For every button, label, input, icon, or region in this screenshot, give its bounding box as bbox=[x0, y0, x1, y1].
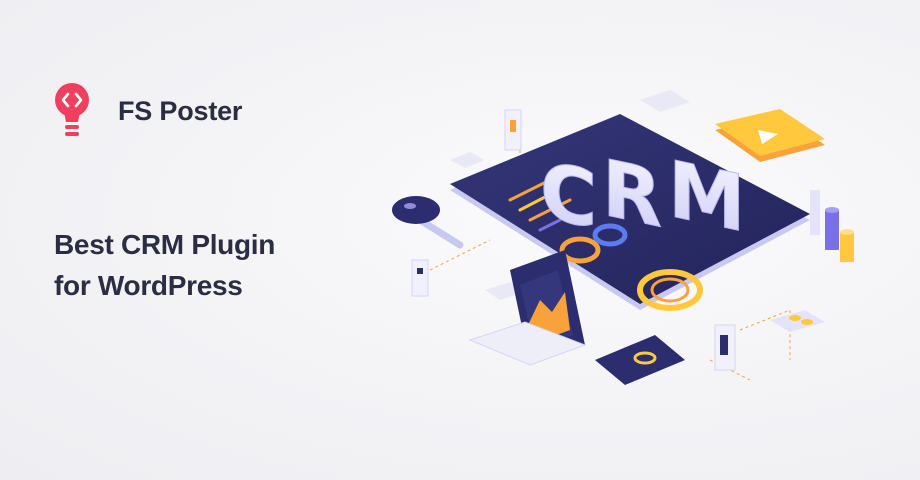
brand: FS Poster bbox=[52, 82, 242, 140]
headline-line-2: for WordPress bbox=[54, 270, 243, 301]
laptop bbox=[468, 250, 587, 366]
svg-text:C: C bbox=[540, 144, 597, 247]
crm-illustration: C R M bbox=[370, 60, 890, 440]
tablet bbox=[595, 335, 685, 385]
headline-line-1: Best CRM Plugin bbox=[54, 229, 276, 260]
svg-text:M: M bbox=[668, 143, 746, 250]
platform-donuts bbox=[559, 223, 703, 311]
dashboard-platform bbox=[450, 114, 810, 304]
platform-bars bbox=[508, 178, 572, 232]
coin-stack bbox=[770, 310, 825, 332]
magnifier-icon bbox=[392, 196, 464, 249]
headline: Best CRM Plugin for WordPress bbox=[54, 224, 275, 306]
server-boxes bbox=[411, 109, 736, 371]
code-bulb-icon bbox=[52, 82, 92, 140]
svg-text:R: R bbox=[602, 142, 662, 246]
brand-name: FS Poster bbox=[118, 95, 243, 126]
crm-letters: C R M bbox=[540, 142, 747, 252]
video-play-block bbox=[715, 109, 825, 162]
isometric-crm-dashboard-illustration: C R M bbox=[392, 90, 854, 385]
cylinder-chart bbox=[810, 190, 854, 262]
